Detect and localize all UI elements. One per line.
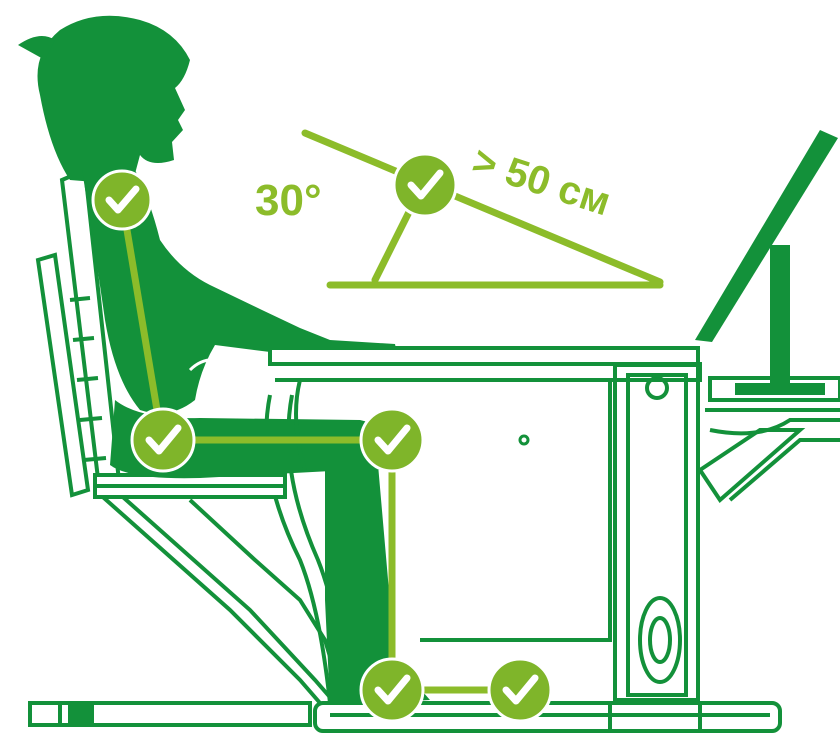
hip-check-icon <box>132 409 194 471</box>
desk-extension <box>700 378 840 500</box>
monitor <box>695 130 838 395</box>
foot-check-icon <box>489 659 551 721</box>
monitor-angle-check-icon <box>394 154 456 216</box>
chair-base <box>30 703 310 725</box>
chair-seat <box>95 475 285 497</box>
neck-check-icon <box>93 171 151 229</box>
ankle-check-icon <box>361 659 423 721</box>
knee-check-icon <box>361 409 423 471</box>
angle-label: 30° <box>255 176 322 225</box>
desk-knob <box>520 436 528 444</box>
